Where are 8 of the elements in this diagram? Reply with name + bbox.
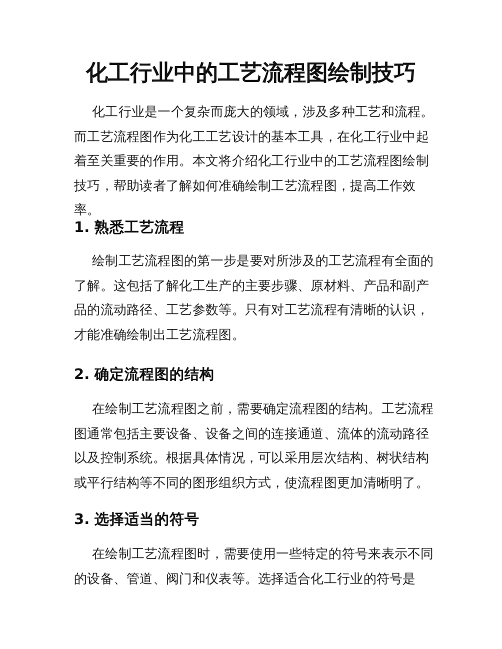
section-heading: 3. 选择适当的符号 <box>74 510 200 530</box>
paragraph: 在绘制工艺流程图时，需要使用一些特定的符号来表示不同的设备、管道、阀门和仪表等。选择适合化工行业的符号是 <box>74 546 435 589</box>
section-heading: 2. 确定流程图的结构 <box>74 366 215 385</box>
section-heading: 1. 熟悉工艺流程 <box>74 218 185 238</box>
paragraph: 在绘制工艺流程图之前，需要确定流程图的结构。工艺流程图通常包括主要设备、设备之间的连接通道、流体的流动路径以及控制系统。根据具体情况，可以采用层次结构、树状结构或平行结构等不同的图形组织方式，使流程图更加清晰明了。 <box>74 401 435 493</box>
title: 化工行业中的工艺流程图绘制技巧 <box>84 60 417 88</box>
paragraph: 化工行业是一个复杂而庞大的领域，涉及多种工艺和流程。而工艺流程图作为化工工艺设计的基本工具，在化工行业中起着至关重要的作用。本文将介绍化工行业中的工艺流程图绘制技巧，帮助读者了解如何准确绘制工艺流程图，提高工作效率。 <box>74 104 435 220</box>
paragraph: 绘制工艺流程图的第一步是要对所涉及的工艺流程有全面的了解。这包括了解化工生产的主要步骤、原材料、产品和副产品的流动路径、工艺参数等。只有对工艺流程有清晰的认识，才能准确绘制出工艺流程图。 <box>74 253 435 345</box>
